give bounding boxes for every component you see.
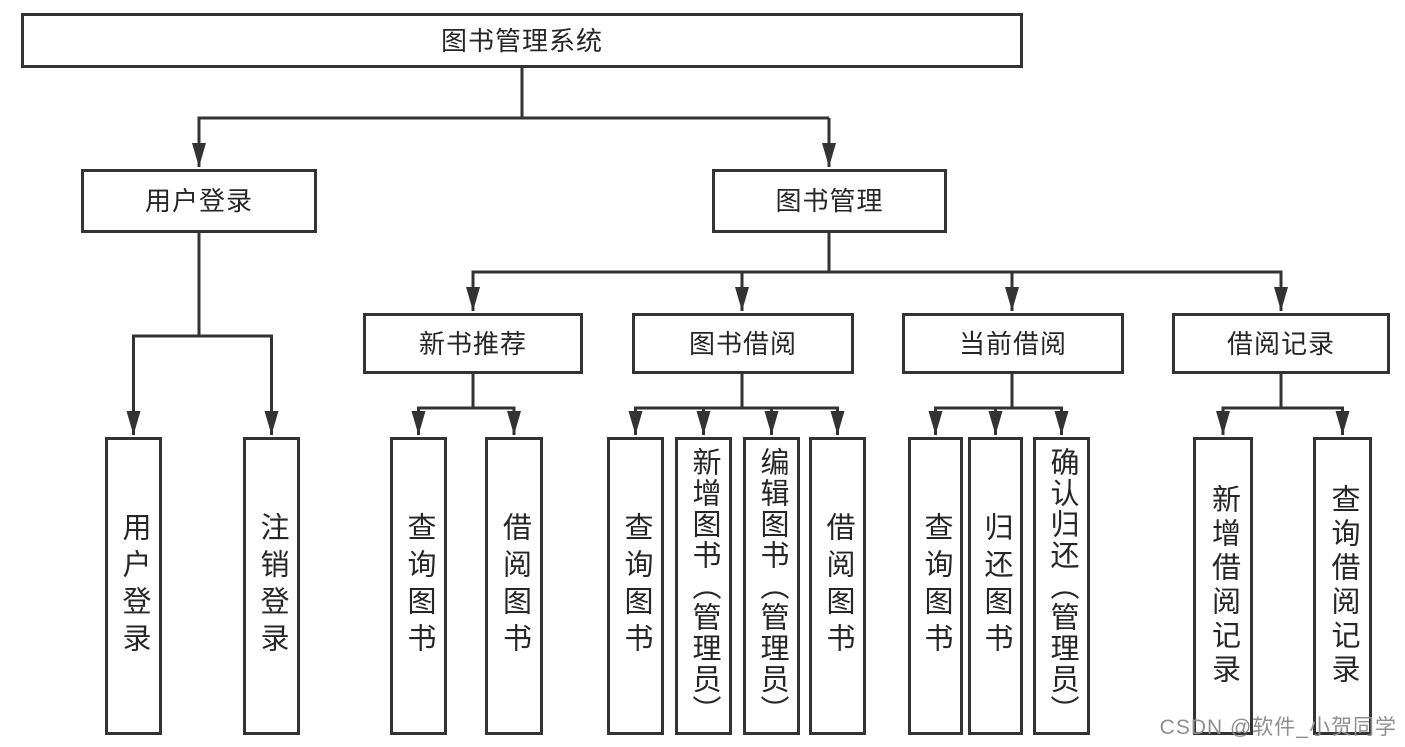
leaf-query-books-recommend: 查询图书 xyxy=(390,437,447,735)
leaf-query-books-borrow-label: 查询图书 xyxy=(620,512,652,660)
leaf-return-books: 归还图书 xyxy=(968,437,1023,735)
node-current-borrow-label: 当前借阅 xyxy=(958,328,1067,359)
leaf-query-borrow-record-label: 查询借阅记录 xyxy=(1327,484,1359,688)
leaf-confirm-return-admin: 确认归还（管理员） xyxy=(1033,437,1090,735)
node-user-login: 用户登录 xyxy=(81,169,317,233)
node-borrow-records: 借阅记录 xyxy=(1172,313,1390,374)
leaf-user-login-label: 用户登录 xyxy=(118,512,150,660)
node-new-book-recommend: 新书推荐 xyxy=(363,313,583,374)
leaf-user-login: 用户登录 xyxy=(105,437,162,735)
leaf-borrow-books-recommend: 借阅图书 xyxy=(485,437,543,735)
leaf-add-borrow-record: 新增借阅记录 xyxy=(1193,437,1253,735)
leaf-add-borrow-record-label: 新增借阅记录 xyxy=(1207,484,1240,688)
node-book-borrow-label: 图书借阅 xyxy=(688,328,797,359)
leaf-edit-books-admin-label: 编辑图书（管理员） xyxy=(756,446,788,726)
leaf-confirm-return-admin-label: 确认归还（管理员） xyxy=(1046,446,1078,726)
node-book-management-label: 图书管理 xyxy=(775,186,884,216)
connector-new-book-to-leaves xyxy=(411,374,521,435)
node-root-label: 图书管理系统 xyxy=(440,25,603,56)
node-new-book-recommend-label: 新书推荐 xyxy=(418,328,527,359)
connector-book-management-to-level3 xyxy=(466,233,1288,311)
connector-book-borrow-to-leaves xyxy=(628,374,845,435)
watermark-text: CSDN @软件_小贺同学 xyxy=(1159,716,1397,739)
node-borrow-records-label: 借阅记录 xyxy=(1226,328,1335,359)
leaf-logout: 注销登录 xyxy=(243,437,300,735)
node-book-management: 图书管理 xyxy=(712,169,947,233)
leaf-query-books-borrow: 查询图书 xyxy=(607,437,664,735)
leaf-query-books-current-label: 查询图书 xyxy=(920,512,952,660)
connector-current-borrow-to-leaves xyxy=(928,374,1069,435)
node-current-borrow: 当前借阅 xyxy=(902,313,1124,374)
leaf-add-books-admin: 新增图书（管理员） xyxy=(675,437,732,735)
leaf-query-books-current: 查询图书 xyxy=(908,437,963,735)
connector-root-to-level2 xyxy=(192,68,836,167)
leaf-return-books-label: 归还图书 xyxy=(980,512,1012,660)
leaf-query-borrow-record: 查询借阅记录 xyxy=(1313,437,1372,735)
leaf-edit-books-admin: 编辑图书（管理员） xyxy=(743,437,800,735)
leaf-add-books-admin-label: 新增图书（管理员） xyxy=(688,446,720,726)
node-root: 图书管理系统 xyxy=(21,13,1023,68)
leaf-borrow-books-label: 借阅图书 xyxy=(822,512,854,660)
leaf-borrow-books-recommend-label: 借阅图书 xyxy=(498,512,531,660)
node-user-login-label: 用户登录 xyxy=(144,186,253,216)
node-book-borrow: 图书借阅 xyxy=(632,313,854,374)
leaf-query-books-recommend-label: 查询图书 xyxy=(403,512,435,660)
leaf-logout-label: 注销登录 xyxy=(256,512,288,660)
connector-user-login-to-leaves xyxy=(126,233,279,435)
connector-borrow-records-to-leaves xyxy=(1216,374,1350,435)
leaf-borrow-books: 借阅图书 xyxy=(809,437,866,735)
